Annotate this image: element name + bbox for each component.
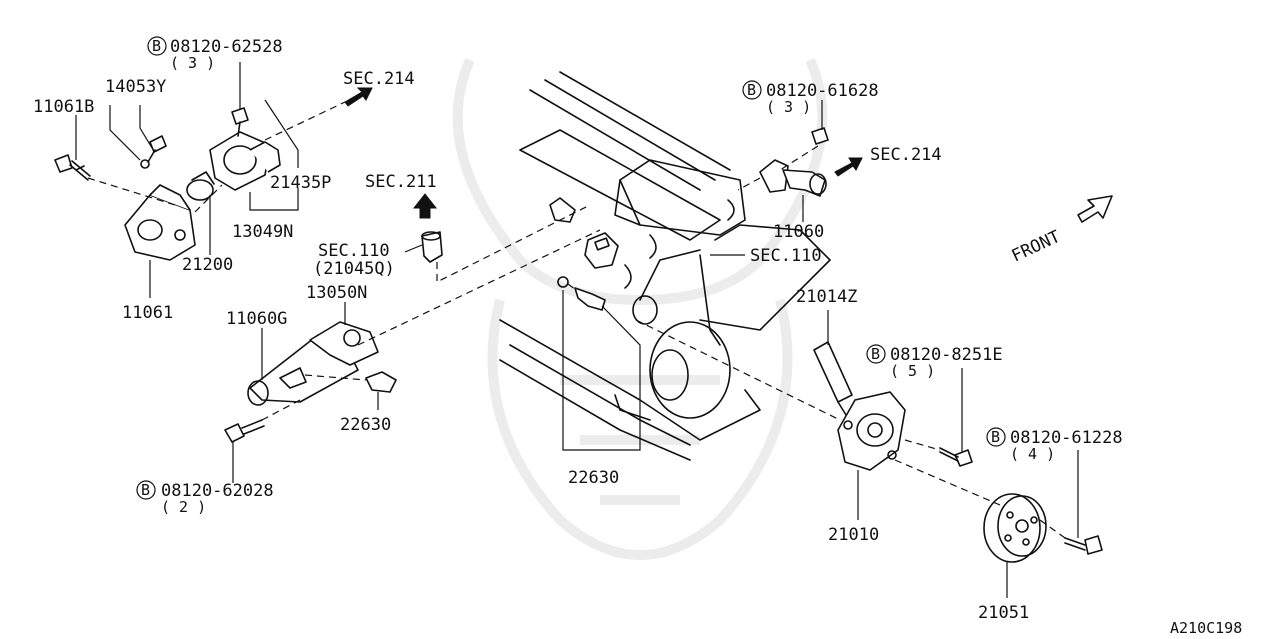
diagram-code: A210C198: [1170, 619, 1242, 637]
label-13049N: 13049N: [232, 222, 293, 242]
label-sec110-left: SEC.110: [318, 241, 390, 261]
label-22630-left: 22630: [340, 415, 391, 435]
water-inlet-group: [224, 229, 601, 483]
label-qty-5: ( 5 ): [890, 362, 935, 380]
label-08120-61228: 08120-61228: [1010, 428, 1123, 448]
label-sec211: SEC.211: [365, 172, 437, 192]
water-pump-group: [635, 310, 1103, 598]
label-08120-62528: 08120-62528: [170, 37, 283, 57]
background-watermark: [452, 57, 828, 560]
label-front: FRONT: [1009, 227, 1064, 267]
label-sec110-right: SEC.110: [750, 246, 822, 266]
bolt-mark-2: B: [141, 481, 150, 499]
label-08120-62028: 08120-62028: [161, 481, 274, 501]
thermostat-housing-group: [54, 62, 373, 298]
temp-sensor-group: [557, 276, 641, 451]
label-21200: 21200: [182, 255, 233, 275]
label-21014Z: 21014Z: [796, 287, 857, 307]
label-08120-61628: 08120-61628: [766, 81, 879, 101]
front-indicator: [1077, 195, 1113, 223]
bolt-mark-4: B: [871, 345, 880, 363]
label-08120-8251E: 08120-8251E: [890, 345, 1003, 365]
label-21010: 21010: [828, 525, 879, 545]
drain-plug-group: [404, 193, 591, 283]
label-sec214-left: SEC.214: [343, 69, 415, 89]
bolt-mark-3: B: [747, 81, 756, 99]
label-21045Q: (21045Q): [313, 259, 395, 279]
label-11061B: 11061B: [33, 97, 94, 117]
label-14053Y: 14053Y: [105, 77, 166, 97]
bolt-mark-5: B: [991, 428, 1000, 446]
label-qty-2: ( 2 ): [161, 498, 206, 516]
label-qty-3b: ( 3 ): [766, 98, 811, 116]
bolt-mark-1: B: [152, 37, 161, 55]
label-qty-3a: ( 3 ): [170, 54, 215, 72]
water-outlet-group: [737, 100, 863, 222]
label-21435P: 21435P: [270, 173, 331, 193]
label-sec214-right: SEC.214: [870, 145, 942, 165]
label-22630-center: 22630: [568, 468, 619, 488]
label-qty-4: ( 4 ): [1010, 445, 1055, 463]
label-11060G: 11060G: [226, 309, 287, 329]
part-labels: B 08120-62528 ( 3 ) 14053Y 11061B SEC.21…: [33, 36, 1242, 637]
label-21051: 21051: [978, 603, 1029, 623]
label-13050N: 13050N: [306, 283, 367, 303]
label-11061: 11061: [122, 303, 173, 323]
label-11060: 11060: [773, 222, 824, 242]
